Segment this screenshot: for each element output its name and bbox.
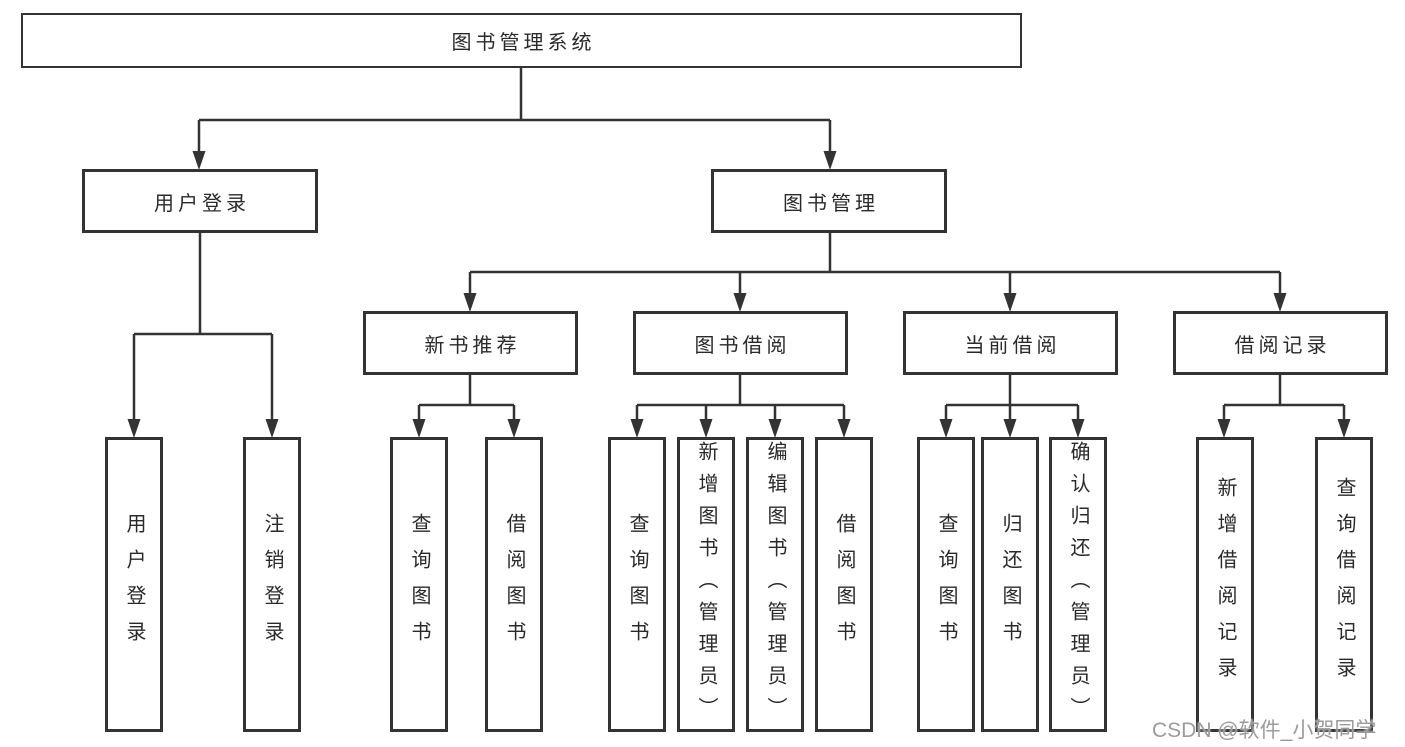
arrow-down-icon bbox=[412, 419, 426, 438]
edge-current-borrow-to-leaves bbox=[939, 375, 1085, 438]
leaf-query-books-recommend: 查询图书 bbox=[390, 437, 448, 732]
arrow-down-icon bbox=[127, 419, 141, 438]
leaf-edit-books-admin: 编辑图书（管理员） bbox=[746, 437, 804, 732]
leaf-logout: 注销登录 bbox=[243, 437, 301, 732]
leaf-add-borrow-record: 新增借阅记录 bbox=[1196, 437, 1254, 732]
arrow-down-icon bbox=[823, 151, 837, 170]
arrow-down-icon bbox=[733, 293, 747, 312]
leaf-label: 归还图书 bbox=[999, 512, 1021, 657]
leaf-label: 用户登录 bbox=[123, 512, 145, 657]
leaf-label: 查询图书 bbox=[626, 512, 648, 657]
leaf-borrow-books: 借阅图书 bbox=[815, 437, 873, 732]
leaf-label: 编辑图书（管理员） bbox=[764, 440, 786, 729]
leaf-label: 注销登录 bbox=[261, 512, 283, 657]
arrow-down-icon bbox=[192, 151, 206, 170]
leaf-query-borrow-record: 查询借阅记录 bbox=[1315, 437, 1373, 732]
arrow-down-icon bbox=[1217, 419, 1231, 438]
leaf-label: 新增图书（管理员） bbox=[695, 440, 717, 729]
arrow-down-icon bbox=[507, 419, 521, 438]
leaf-label: 查询借阅记录 bbox=[1333, 476, 1355, 693]
leaf-confirm-return-admin: 确认归还（管理员） bbox=[1049, 437, 1107, 732]
leaf-user-login: 用户登录 bbox=[105, 437, 163, 732]
edge-new-book-recommend-to-leaves bbox=[412, 375, 521, 438]
leaf-query-books-current: 查询图书 bbox=[917, 437, 975, 732]
leaf-add-books-admin: 新增图书（管理员） bbox=[677, 437, 735, 732]
csdn-watermark: CSDN @软件_小贺同学 bbox=[1152, 719, 1377, 742]
node-user-login: 用户登录 bbox=[82, 169, 318, 233]
edge-root-to-level2 bbox=[192, 68, 837, 170]
arrow-down-icon bbox=[1003, 293, 1017, 312]
leaf-label: 借阅图书 bbox=[503, 512, 525, 657]
leaf-label: 新增借阅记录 bbox=[1214, 476, 1236, 693]
arrow-down-icon bbox=[837, 419, 851, 438]
node-book-management: 图书管理 bbox=[711, 169, 947, 233]
leaf-label: 查询图书 bbox=[935, 512, 957, 657]
arrow-down-icon bbox=[1273, 293, 1287, 312]
arrow-down-icon bbox=[265, 419, 279, 438]
edge-book-borrow-to-leaves bbox=[630, 375, 851, 438]
node-root-library-system: 图书管理系统 bbox=[21, 13, 1022, 68]
arrow-down-icon bbox=[699, 419, 713, 438]
leaf-borrow-books-recommend: 借阅图书 bbox=[485, 437, 543, 732]
leaf-label: 借阅图书 bbox=[833, 512, 855, 657]
arrow-down-icon bbox=[1003, 419, 1017, 438]
leaf-return-books: 归还图书 bbox=[981, 437, 1039, 732]
node-borrow-records: 借阅记录 bbox=[1173, 311, 1388, 375]
arrow-down-icon bbox=[463, 293, 477, 312]
leaf-label: 查询图书 bbox=[408, 512, 430, 657]
node-book-borrow: 图书借阅 bbox=[633, 311, 848, 375]
node-new-book-recommend: 新书推荐 bbox=[363, 311, 578, 375]
edge-user-login-to-leaves bbox=[127, 233, 279, 438]
leaf-label: 确认归还（管理员） bbox=[1067, 440, 1089, 729]
arrow-down-icon bbox=[939, 419, 953, 438]
edge-book-management-to-level3 bbox=[463, 233, 1287, 312]
arrow-down-icon bbox=[630, 419, 644, 438]
node-current-borrow: 当前借阅 bbox=[903, 311, 1118, 375]
leaf-query-books-borrow: 查询图书 bbox=[608, 437, 666, 732]
arrow-down-icon bbox=[1337, 419, 1351, 438]
arrow-down-icon bbox=[1071, 419, 1085, 438]
edge-borrow-records-to-leaves bbox=[1217, 375, 1351, 438]
arrow-down-icon bbox=[768, 419, 782, 438]
